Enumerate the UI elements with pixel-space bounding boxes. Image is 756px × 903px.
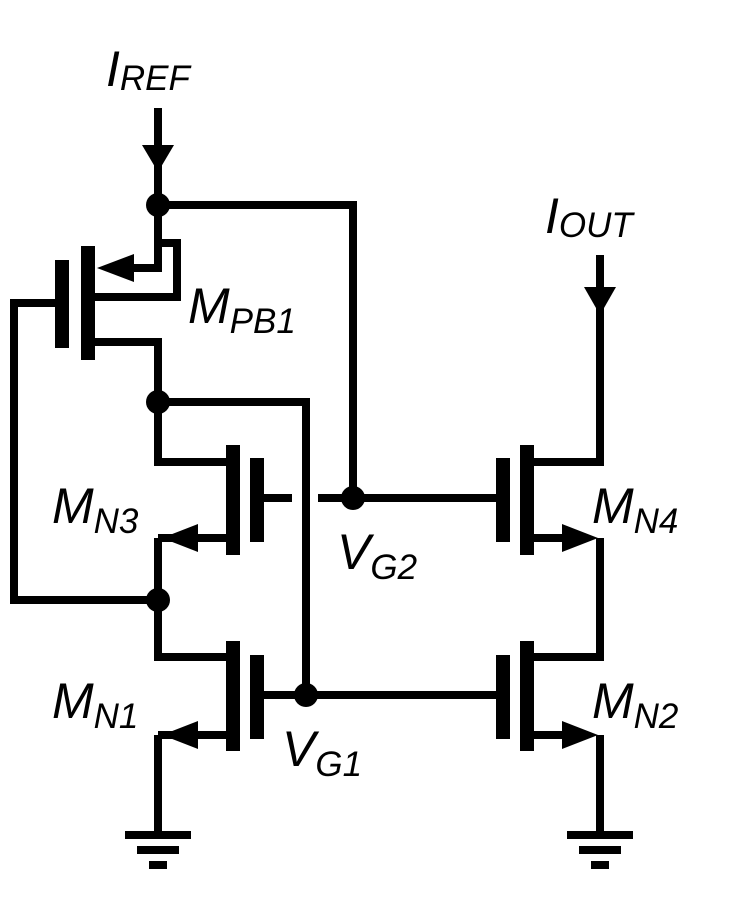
labels: IREF IOUT MPB1 MN3 MN4 VG2 MN1 MN2 VG1 (52, 41, 678, 784)
label-mn2: MN2 (592, 673, 678, 736)
mpb1-source-wire (88, 205, 181, 301)
junction-drain (146, 390, 170, 414)
iref-arrow (142, 145, 174, 172)
mn1-arrow (162, 721, 198, 749)
mpb1-transistor (55, 246, 134, 360)
mpb1-drain-wire (88, 338, 162, 402)
iout-arrow (584, 287, 616, 315)
mn2-transistor (496, 641, 598, 751)
mn3-arrow (162, 524, 198, 552)
label-vg2: VG2 (337, 524, 417, 587)
vg1-feed-wire (158, 398, 310, 695)
feedback-loop-wire (10, 299, 158, 604)
mn4-arrow (562, 524, 598, 552)
mpb1-arrow (97, 254, 134, 282)
iout-wire (531, 255, 604, 466)
mn1-transistor (162, 641, 264, 751)
label-mpb1: MPB1 (188, 278, 296, 341)
mn1-drain-wire (154, 600, 231, 661)
label-iref: IREF (106, 41, 193, 98)
junctions (146, 193, 365, 707)
junction-top (146, 193, 170, 217)
ground-right-icon (567, 831, 633, 869)
label-vg1: VG1 (282, 721, 362, 784)
label-mn3: MN3 (52, 478, 139, 541)
label-mn1: MN1 (52, 673, 138, 736)
label-iout: IOUT (545, 188, 635, 245)
junction-mid (146, 588, 170, 612)
mn2-arrow (562, 721, 598, 749)
junction-vg1 (294, 683, 318, 707)
label-mn4: MN4 (592, 478, 678, 541)
mn3-drain-wire (154, 402, 231, 466)
mn4-mn2-wire (531, 538, 604, 661)
vg2-feed-wire (158, 201, 357, 500)
ground-left-icon (125, 831, 191, 869)
mn3-transistor (162, 445, 264, 555)
mn4-transistor (496, 445, 598, 555)
junction-vg2 (341, 486, 365, 510)
